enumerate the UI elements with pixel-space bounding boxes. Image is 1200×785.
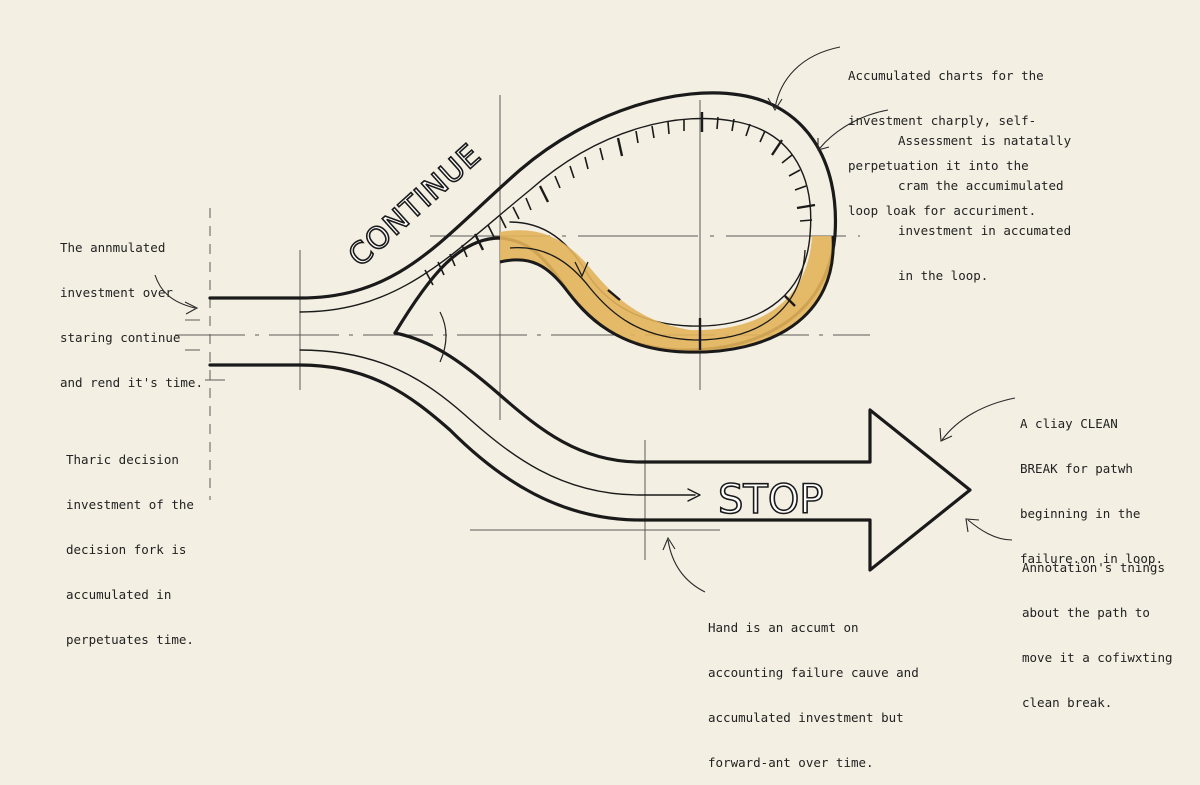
annotation-line: about the path to [1022,605,1150,620]
arrow-left-top [154,274,196,309]
annotation-line: perpetuation it into the [848,158,1029,173]
annotation-left-bottom: Tharic decision investment of the decisi… [66,422,194,662]
annotation-line: clean break. [1022,695,1113,710]
arrow-right-mid [819,109,889,149]
arrow-top-right [774,46,841,109]
arrow-bottom-center [667,539,706,593]
annotation-top-right: Accumulated charts for the investment ch… [848,38,1044,233]
annotation-line: and rend it's time. [60,375,203,390]
arrow-right-bottom [967,519,1013,541]
annotation-line: beginning in the [1020,506,1141,521]
loop-highlight [500,230,834,353]
continue-label: CONTINUE [342,137,488,274]
stop-label: STOP [718,477,823,523]
annotation-line: BREAK for patwh [1020,461,1133,476]
annotation-line: accumulated investment but [708,710,904,725]
loop-inner-arrowhead [574,261,589,278]
annotation-line: move it a cofiwxting [1022,650,1173,665]
angle-arc [439,311,447,363]
stop-path [208,331,972,572]
fork-diagram: CONTINUE STOP [154,46,1016,593]
arrow-right-break [941,397,1016,441]
annotation-line: Assessment is natatally [898,133,1072,148]
annotation-line: investment in accumated [898,223,1072,238]
annotation-line: Tharic decision [66,452,179,467]
annotation-right-bottom: Annotation's tnings about the path to mo… [1022,530,1173,725]
annotation-bottom-center: Hand is an accumt on accounting failure … [708,590,919,785]
loop-path [208,91,838,352]
loop-highlight-edge [499,235,835,354]
annotation-line: failure.on in loop. [1020,551,1163,566]
annotation-line: The annmulated [60,240,166,255]
annotation-line: cram the accumimulated [898,178,1064,193]
annotation-line: investment charply, self- [848,113,1037,128]
annotation-line: accumulated in [66,587,172,602]
annotation-line: decision fork is [66,542,187,557]
annotation-line: staring continue [60,330,181,345]
annotation-line: A cliay CLEAN [1020,416,1118,431]
annotation-right-break: A cliay CLEAN BREAK for patwh beginning … [1020,386,1163,581]
annotation-arrows [154,46,1016,593]
annotation-line: perpetuates time. [66,632,194,647]
loop-inner-arrow-line [509,247,806,341]
annotation-line: Accumulated charts for the [848,68,1044,83]
annotation-line: accounting failure cauve and [708,665,919,680]
annotation-line: forward-ant over time. [708,755,874,770]
annotation-line: investment over [60,285,173,300]
loop-ticks [424,112,816,350]
annotation-left-top: The annmulated investment over staring c… [60,210,203,405]
annotation-line: loop loak for accuriment. [848,203,1037,218]
annotation-line: Hand is an accumt on [708,620,859,635]
annotation-line: Annotation's tnings [1022,560,1165,575]
annotation-line: in the loop. [898,268,989,283]
annotation-line: investment of the [66,497,194,512]
annotation-right-mid: Assessment is natatally cram the accumim… [898,103,1071,298]
